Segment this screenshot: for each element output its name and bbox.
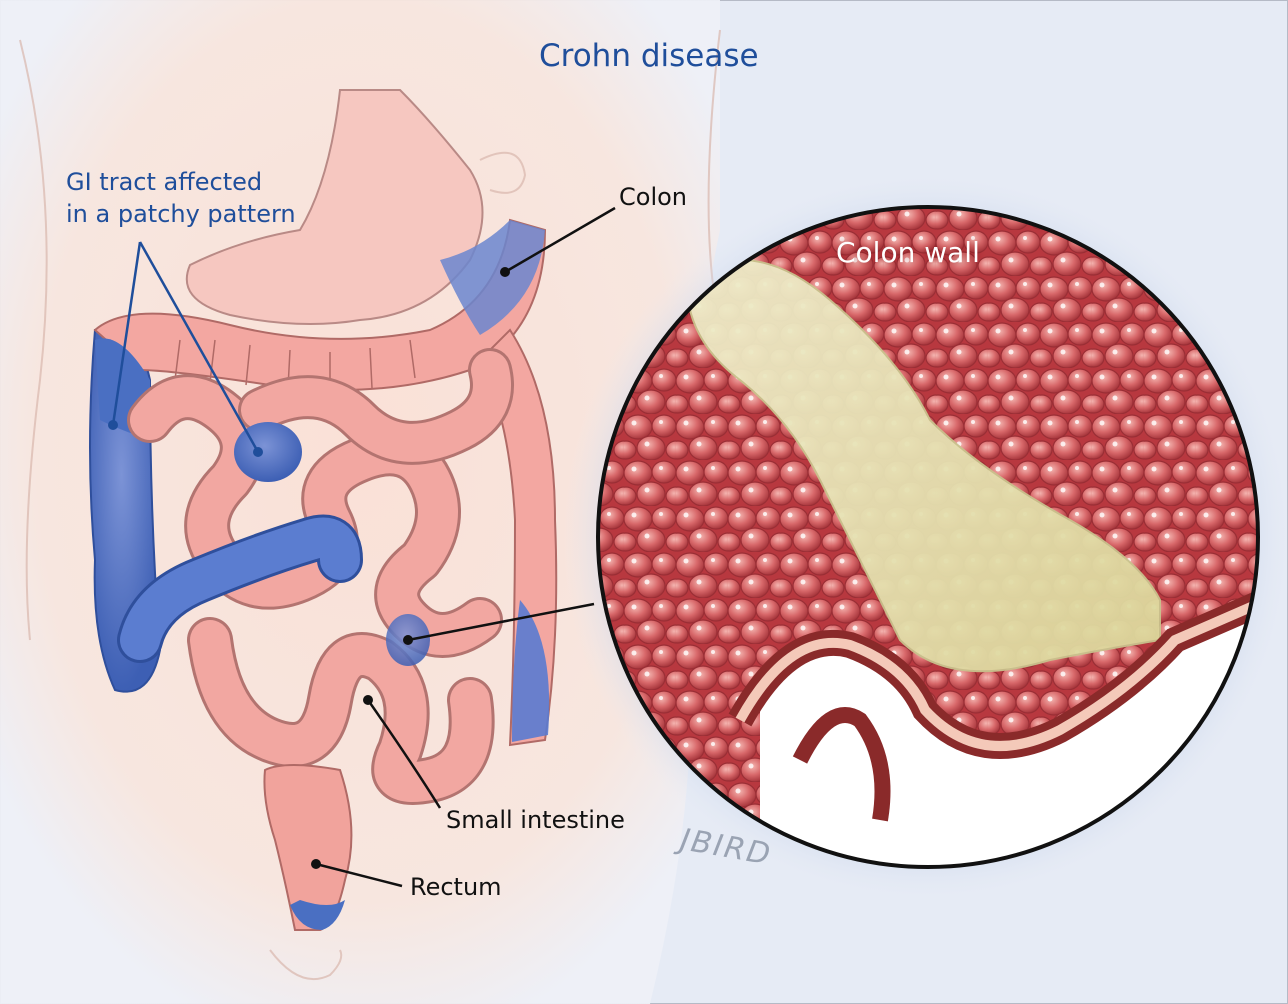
gi-leader-left bbox=[111, 241, 142, 426]
colon-wall-label: Colon wall bbox=[836, 236, 980, 269]
magnifier-circle-outline bbox=[596, 205, 1260, 869]
gi-tract-label-line1: GI tract affected bbox=[66, 168, 263, 196]
leader-lines bbox=[315, 206, 616, 888]
colon-label: Colon bbox=[619, 183, 688, 211]
inflamed-patch-jejunum bbox=[234, 422, 302, 482]
rectum bbox=[263, 764, 353, 931]
small-intestine-label: Small intestine bbox=[446, 806, 625, 834]
gi-tract-label-line2: in a patchy pattern bbox=[66, 200, 296, 228]
colon-leader bbox=[504, 206, 616, 274]
leader-dots bbox=[108, 267, 510, 869]
gi-leader-lines bbox=[111, 241, 260, 453]
rectum-label: Rectum bbox=[410, 873, 502, 901]
diagram-title: Crohn disease bbox=[539, 38, 759, 74]
gi-leader-right bbox=[138, 241, 260, 453]
small-intestine-leader bbox=[366, 699, 442, 809]
magnifier-leader bbox=[407, 602, 595, 642]
stomach bbox=[185, 89, 484, 325]
rectum-leader bbox=[315, 862, 403, 888]
